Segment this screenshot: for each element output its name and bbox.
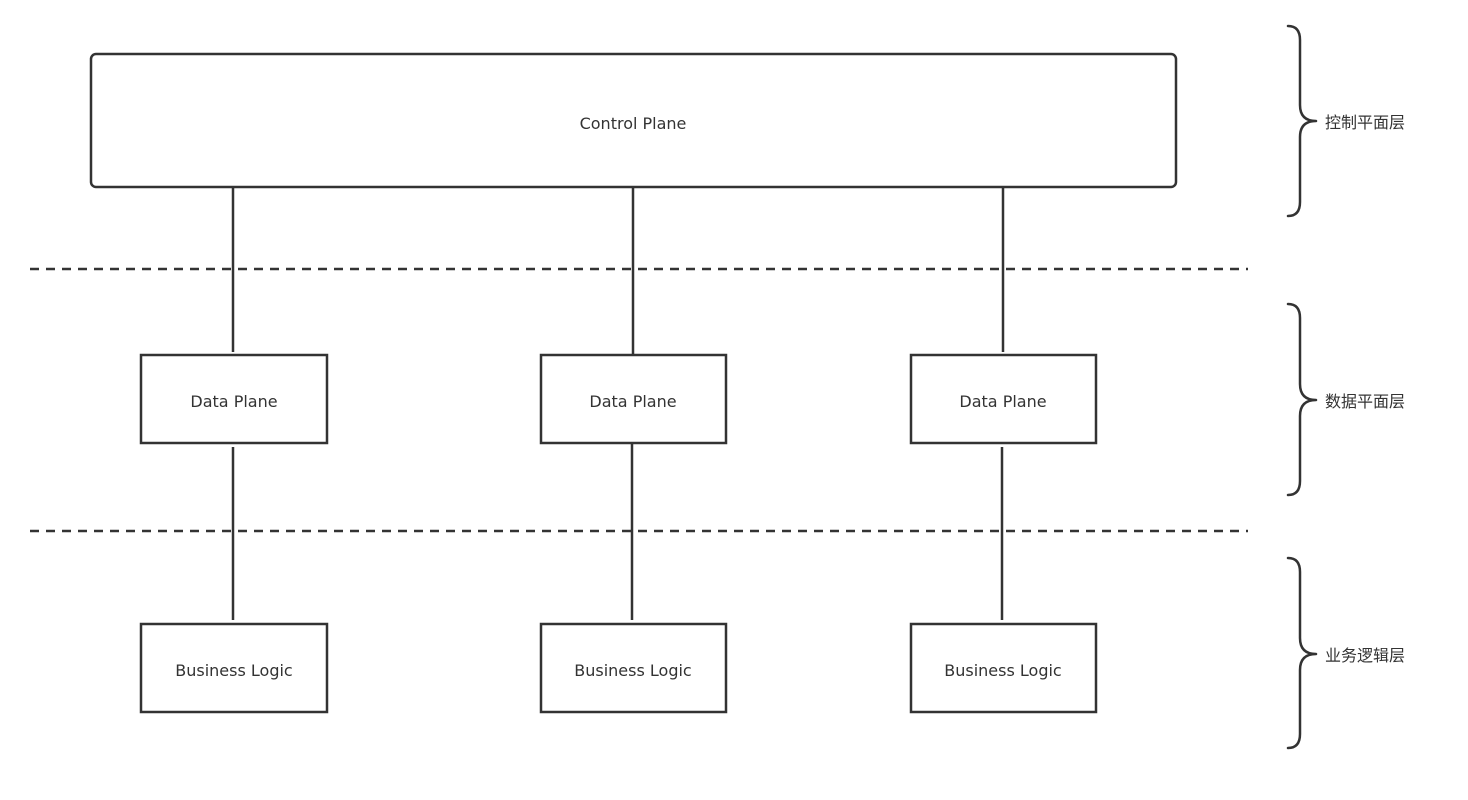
business-logic-label: Business Logic (574, 661, 691, 680)
control-plane-label: Control Plane (580, 114, 687, 133)
data-plane-node: Data Plane (909, 353, 1098, 445)
business-logic-label: Business Logic (175, 661, 292, 680)
curly-brace-business (1286, 556, 1318, 750)
data-plane-label: Data Plane (190, 392, 277, 411)
business-logic-node: Business Logic (539, 622, 728, 714)
control-plane-node: Control Plane (89, 52, 1178, 189)
data-plane-label: Data Plane (959, 392, 1046, 411)
data-plane-label: Data Plane (589, 392, 676, 411)
curly-brace-control (1286, 24, 1318, 218)
business-logic-node: Business Logic (139, 622, 329, 714)
business-logic-label: Business Logic (944, 661, 1061, 680)
layer-label-control: 控制平面层 (1325, 113, 1405, 132)
business-logic-node: Business Logic (909, 622, 1098, 714)
curly-brace-data (1286, 302, 1318, 497)
data-plane-node: Data Plane (139, 353, 329, 445)
layer-label-data: 数据平面层 (1325, 392, 1405, 411)
layer-label-business: 业务逻辑层 (1325, 646, 1405, 665)
data-plane-node: Data Plane (539, 353, 728, 445)
